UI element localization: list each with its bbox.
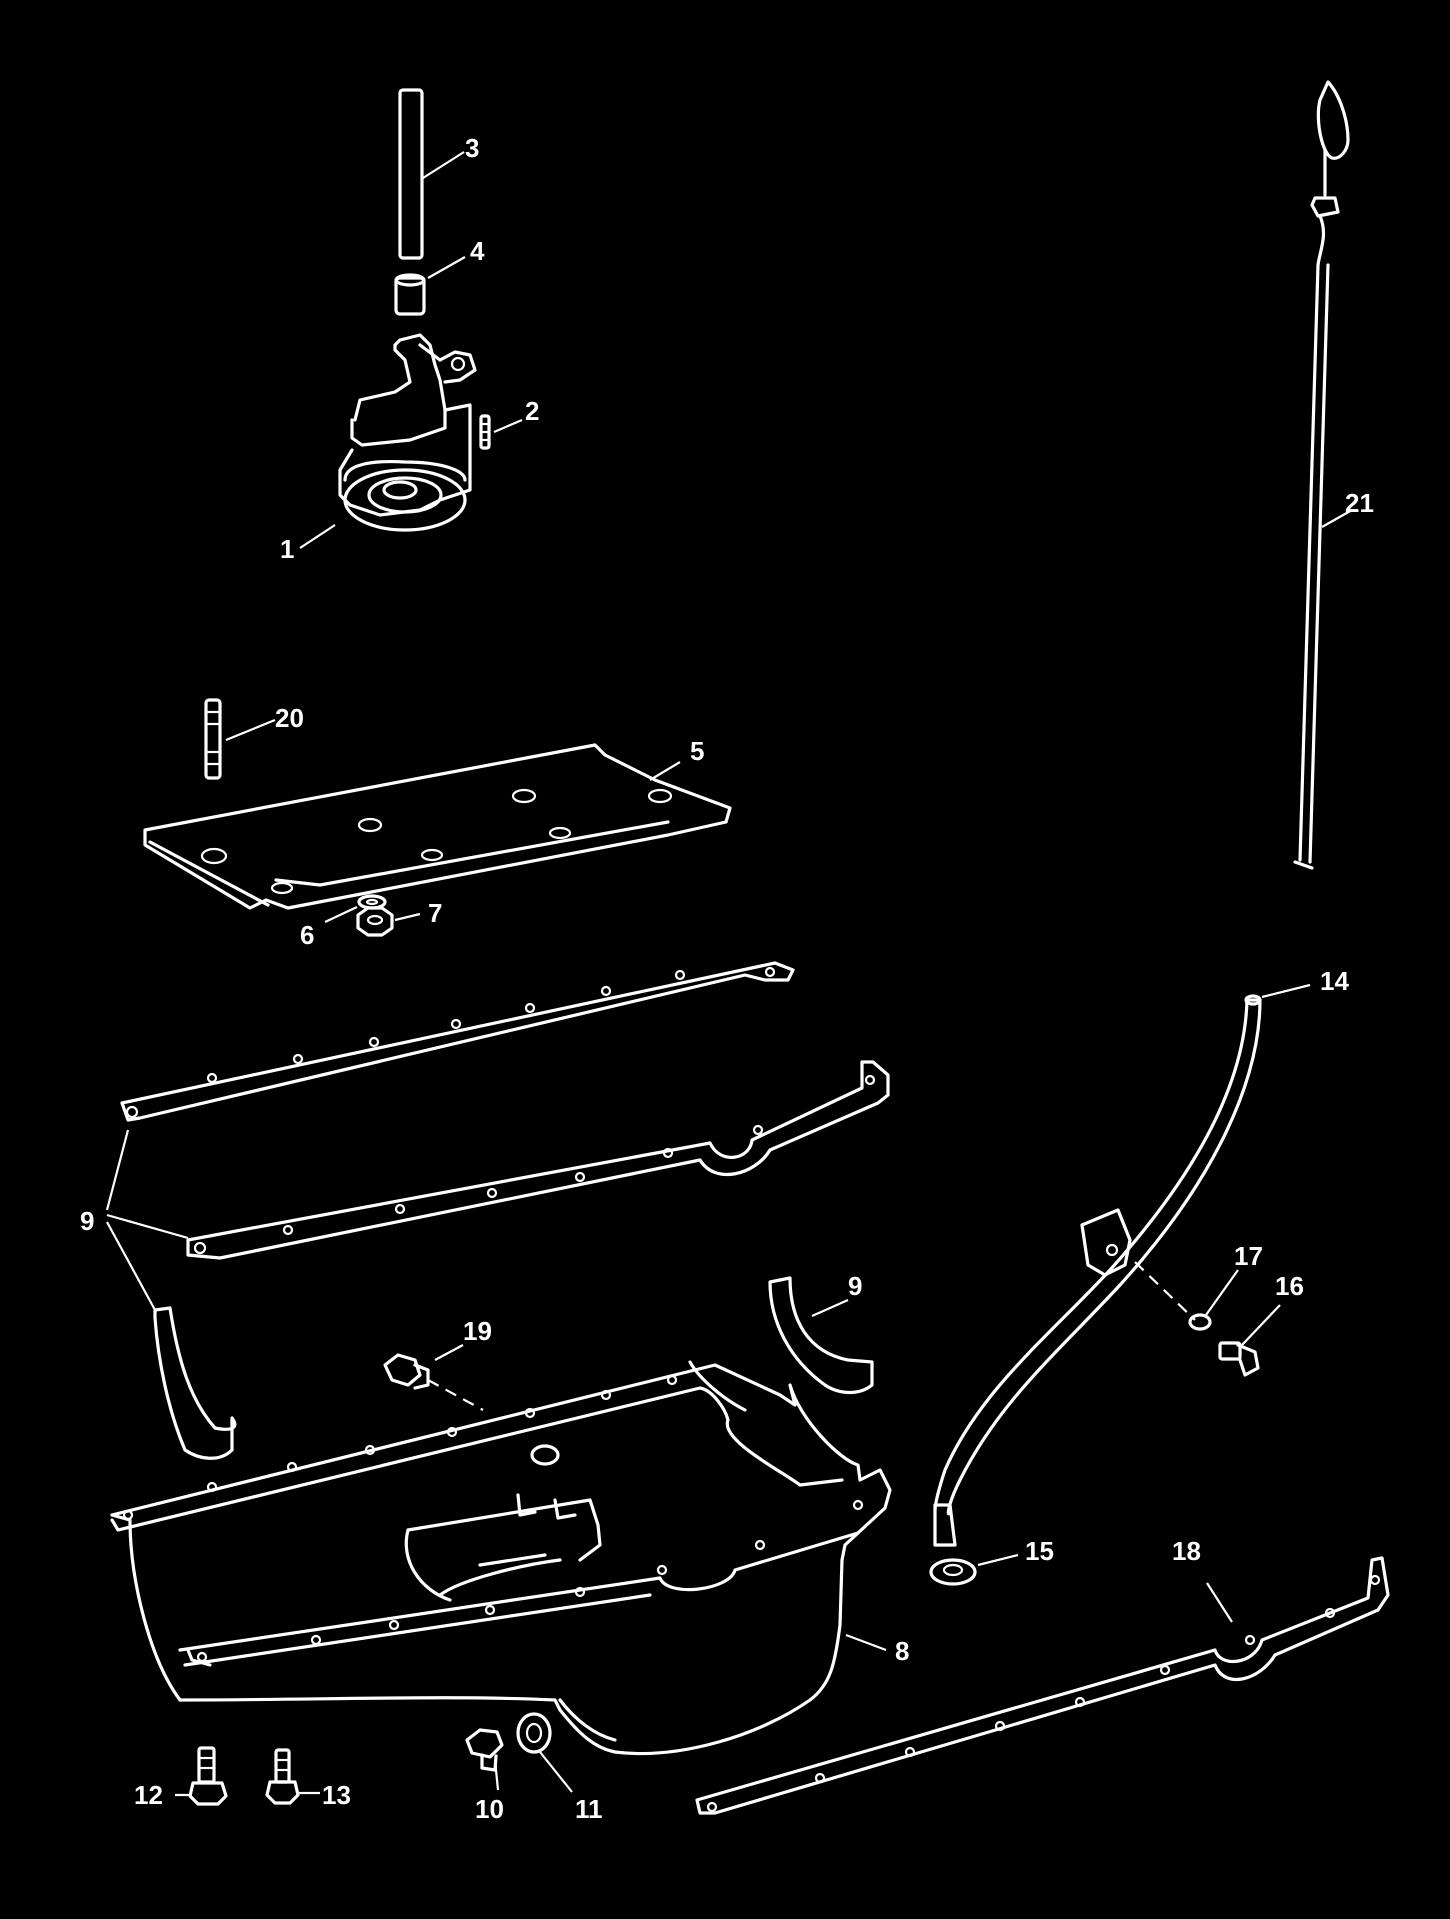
rear-main-seal <box>153 1306 237 1460</box>
oil-pump-assembly <box>338 333 477 532</box>
dipstick <box>1293 80 1350 870</box>
callout-7: 7 <box>428 898 442 928</box>
tube-washer <box>1188 1313 1212 1331</box>
callout-4: 4 <box>470 236 485 266</box>
callout-8: 8 <box>895 1636 909 1666</box>
callout-9-right: 9 <box>848 1271 862 1301</box>
drain-plug-gasket <box>516 1712 552 1754</box>
pan-rail-gasket <box>695 1556 1390 1815</box>
callout-9-left: 9 <box>80 1206 94 1236</box>
callout-16: 16 <box>1275 1271 1304 1301</box>
tube-bolt <box>1218 1341 1260 1377</box>
callout-21: 21 <box>1345 488 1374 518</box>
pan-plug <box>383 1353 430 1390</box>
leader-lines <box>105 151 1353 1797</box>
shaft-sleeve <box>394 273 426 316</box>
pan-bolt-small <box>265 1748 300 1805</box>
callout-1: 1 <box>280 534 294 564</box>
callout-11: 11 <box>575 1794 603 1824</box>
oil-pan <box>110 1360 892 1756</box>
callout-15: 15 <box>1025 1536 1054 1566</box>
callout-17: 17 <box>1234 1241 1263 1271</box>
dipstick-tube <box>933 994 1262 1547</box>
callout-2: 2 <box>525 396 539 426</box>
callout-3: 3 <box>465 133 479 163</box>
pump-stud <box>479 414 491 450</box>
callout-6: 6 <box>300 920 314 950</box>
windage-tray <box>143 743 732 910</box>
pan-gasket-side-upper <box>120 961 795 1122</box>
pan-bolt-large <box>188 1746 228 1806</box>
tray-stud <box>204 698 222 780</box>
tray-washer <box>357 894 387 910</box>
callout-20: 20 <box>275 703 304 733</box>
callout-13: 13 <box>322 1780 351 1810</box>
tube-grommet <box>929 1558 977 1586</box>
pump-driveshaft <box>398 88 424 260</box>
callout-10: 10 <box>475 1794 504 1824</box>
callout-19: 19 <box>463 1316 492 1346</box>
drain-plug <box>465 1728 504 1772</box>
callout-12: 12 <box>134 1780 163 1810</box>
pan-gasket-side-lower <box>186 1060 890 1260</box>
front-seal <box>768 1276 874 1395</box>
callout-5: 5 <box>690 736 704 766</box>
callout-14: 14 <box>1320 966 1349 996</box>
callouts: 3 4 2 1 20 5 6 7 9 9 19 8 12 13 10 11 21… <box>80 133 1374 1824</box>
tray-nut <box>356 906 394 937</box>
callout-18: 18 <box>1172 1536 1201 1566</box>
